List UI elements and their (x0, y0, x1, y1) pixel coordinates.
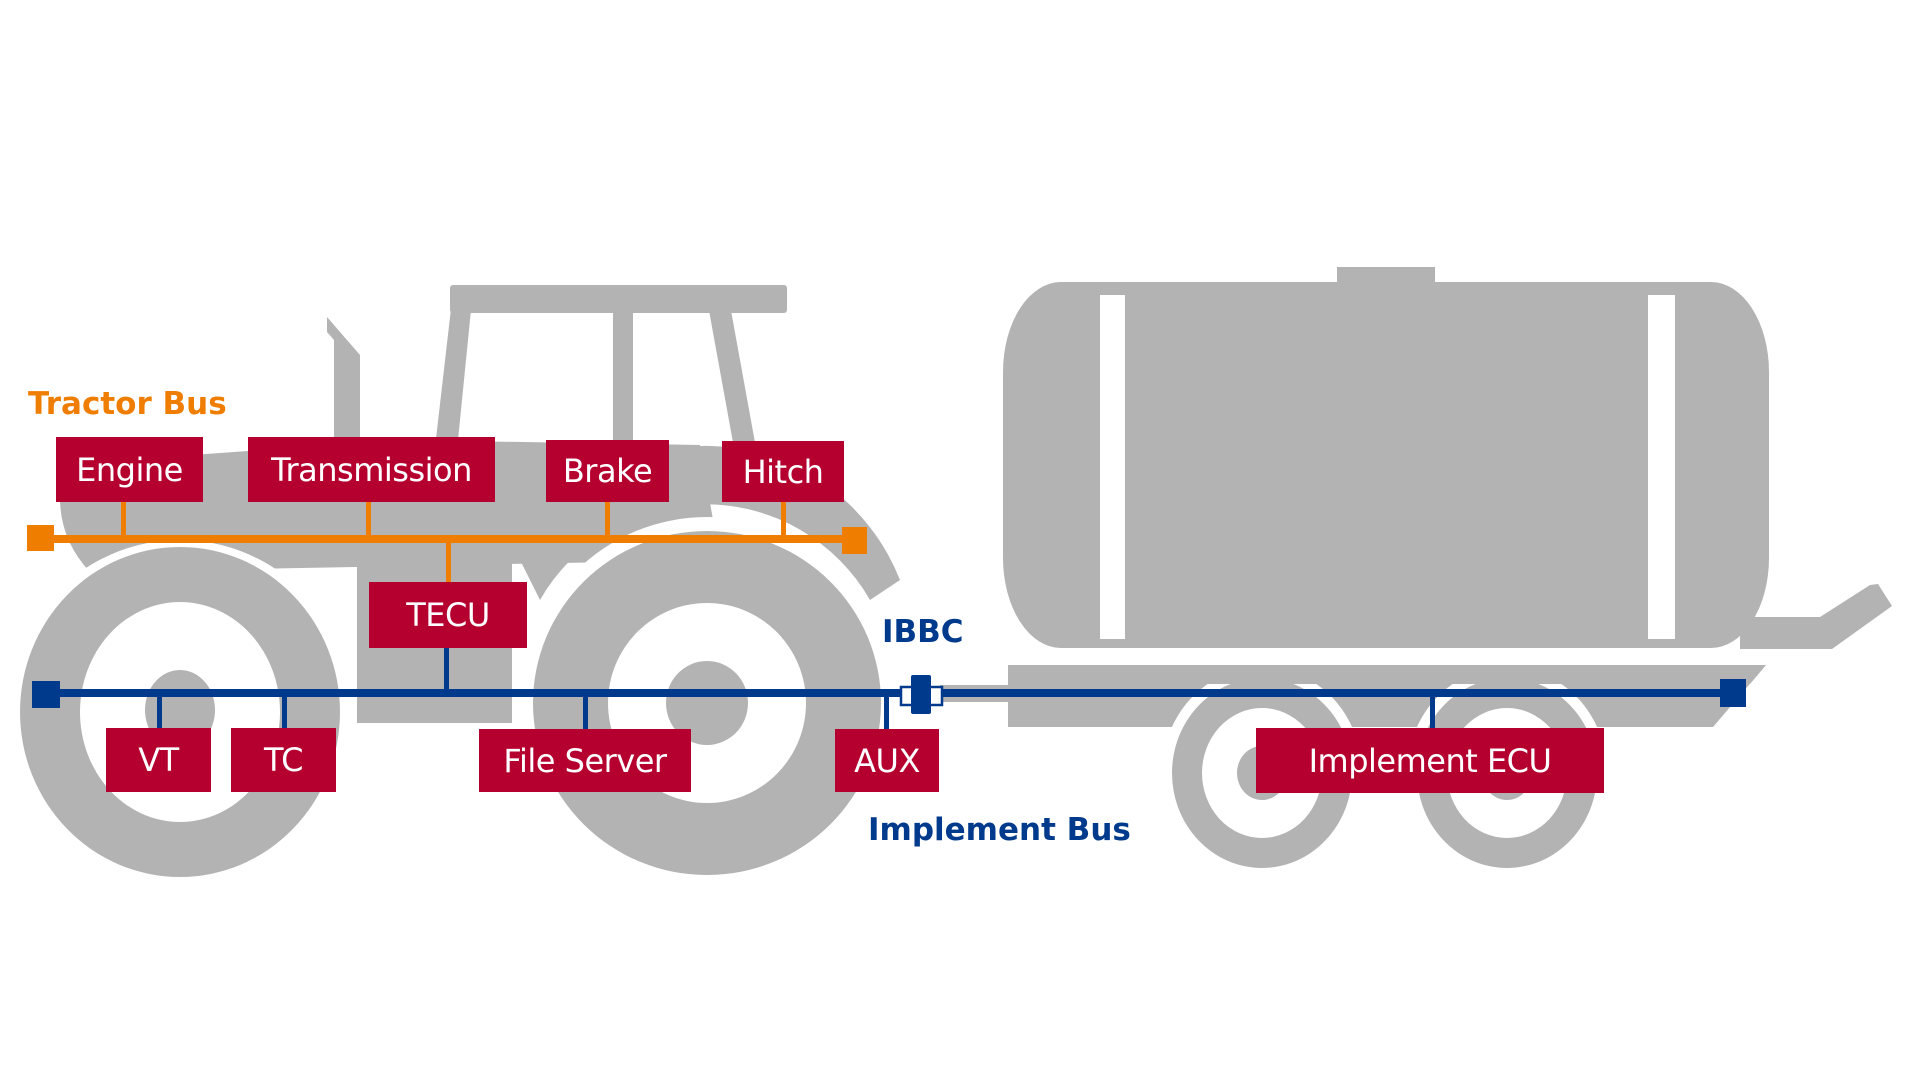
transmission-stub (366, 502, 371, 537)
ecu-aux: AUX (835, 729, 939, 792)
tc-stub (282, 695, 287, 728)
implement-bus-terminator-left (32, 681, 60, 708)
implement-bus (32, 648, 1746, 729)
file-server-stub (583, 695, 588, 729)
ecu-brake: Brake (546, 440, 669, 502)
ecu-tecu: TECU (369, 582, 527, 648)
ecu-hitch: Hitch (722, 441, 844, 502)
tractor-bus (27, 502, 867, 583)
tractor-bus-terminator-right (842, 527, 867, 554)
implement-bus-line (45, 689, 1735, 697)
ecu-transmission-label: Transmission (271, 450, 472, 489)
ecu-hitch-label: Hitch (742, 452, 824, 491)
tecu-implement-stub (444, 648, 449, 691)
ecu-brake-label: Brake (562, 452, 653, 490)
ecu-file-server: File Server (479, 729, 691, 792)
ecu-aux-label: AUX (854, 741, 920, 780)
ecu-vt: VT (106, 728, 211, 792)
ecu-vt-label: VT (138, 741, 179, 779)
engine-stub (121, 502, 126, 537)
ecu-transmission: Transmission (248, 437, 495, 502)
ecu-tc: TC (231, 728, 336, 792)
tank-trailer-silhouette (940, 267, 1892, 727)
cab-center-pillar (613, 305, 633, 465)
brake-stub (605, 502, 610, 537)
implement-bus-terminator-right (1720, 679, 1746, 707)
tractor-bus-terminator-left (27, 525, 54, 551)
trailer-deck-top (1008, 665, 1766, 684)
vt-stub (157, 695, 162, 728)
ibbc-label: IBBC (882, 614, 964, 650)
ecu-implement-label: Implement ECU (1308, 741, 1552, 780)
tank-spout (1740, 584, 1892, 649)
aux-stub (884, 695, 889, 729)
implement-ecu-stub (1430, 695, 1435, 728)
implement-bus-label: Implement Bus (868, 812, 1131, 848)
ecu-file-server-label: File Server (503, 741, 667, 780)
tractor-front-wheel (8, 540, 352, 884)
tractor-bus-line (40, 535, 855, 543)
tank-body (1003, 282, 1769, 648)
tecu-tractor-stub (446, 541, 451, 583)
ibbc-connector-icon (899, 675, 944, 714)
ecu-engine: Engine (56, 437, 203, 502)
tank-stripe-right (1648, 295, 1675, 639)
tractor-bus-label: Tractor Bus (28, 386, 227, 422)
ecu-implement: Implement ECU (1256, 728, 1604, 793)
ecu-engine-label: Engine (76, 450, 183, 489)
exhaust-pipe (327, 317, 360, 470)
tractor-rear-wheel (521, 517, 893, 889)
ecu-tecu-label: TECU (406, 596, 490, 634)
hitch-stub (781, 502, 786, 537)
ecu-tc-label: TC (263, 741, 304, 779)
cab-rear-pillar (708, 305, 760, 470)
tank-stripe-left (1100, 295, 1125, 639)
cab-roof (450, 285, 787, 313)
